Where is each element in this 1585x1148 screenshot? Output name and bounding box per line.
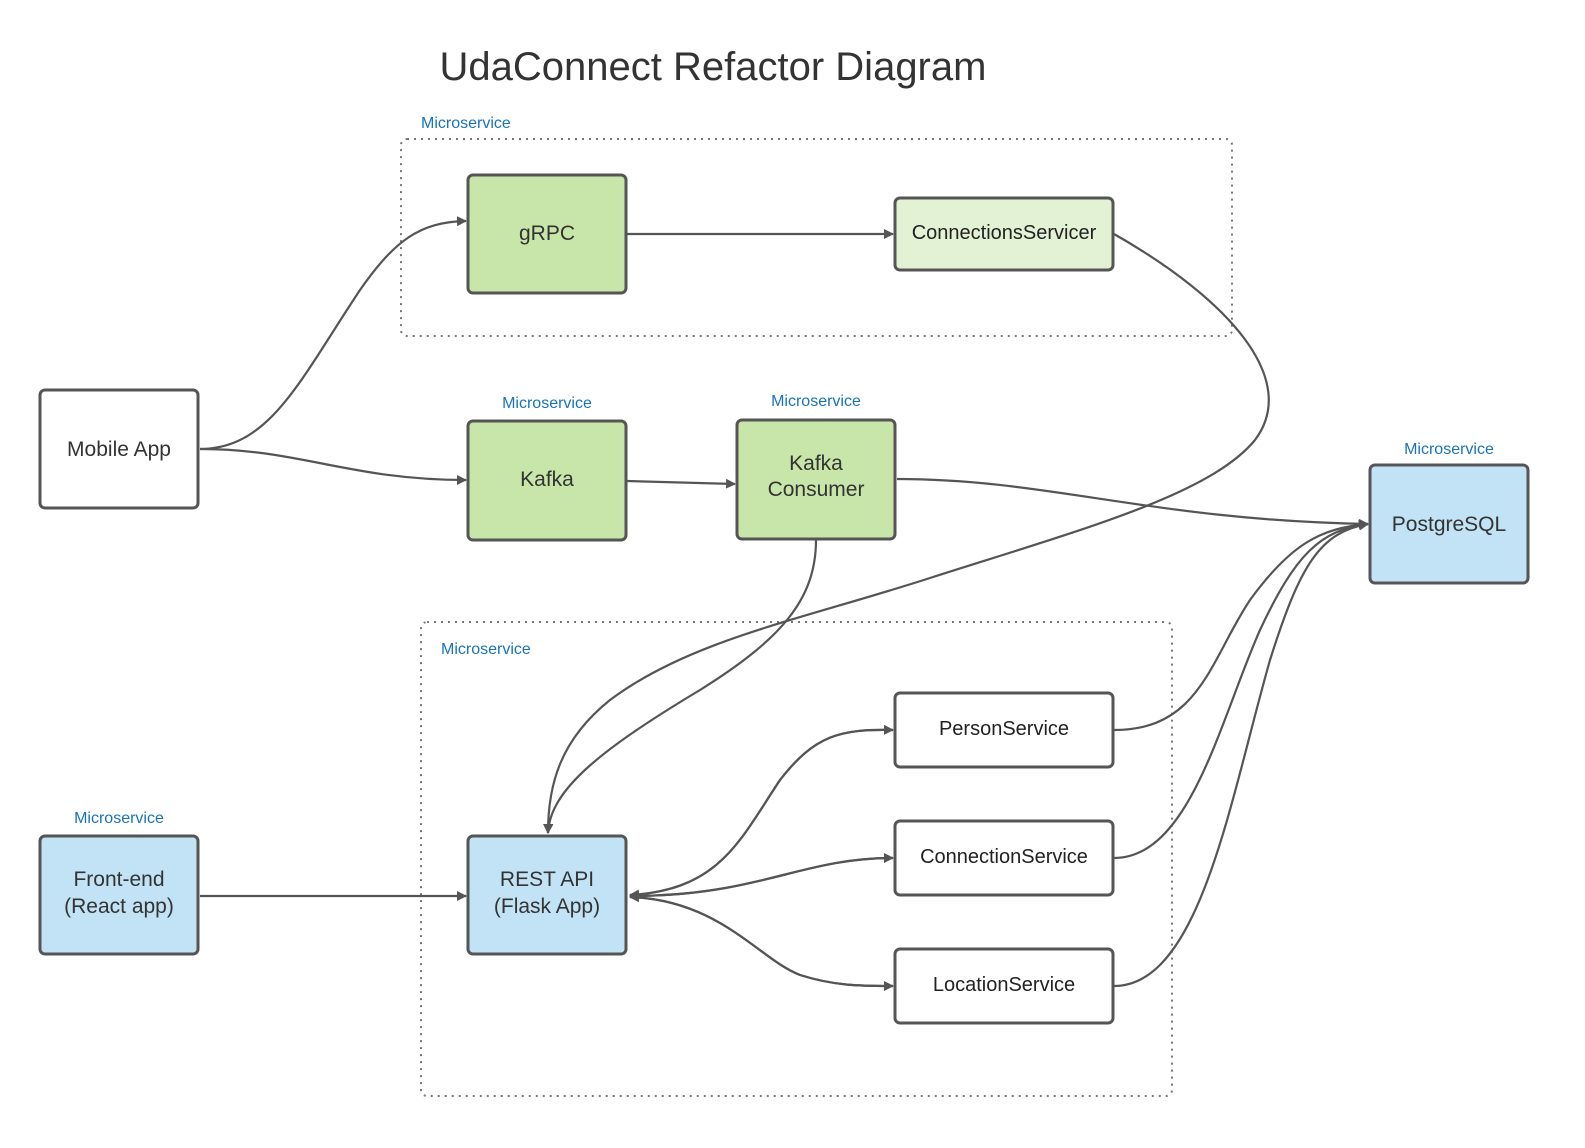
kafka-consumer-label-line1: Kafka bbox=[789, 452, 843, 475]
rest-api-label-line2: (Flask App) bbox=[494, 895, 600, 918]
rest-group-tag: Microservice bbox=[441, 641, 531, 658]
front-end-box bbox=[38, 834, 200, 956]
edge-restapi-to-personservice bbox=[629, 724, 894, 897]
postgresql-tag: Microservice bbox=[1404, 441, 1494, 458]
edge-locationservice-to-restapi bbox=[629, 892, 894, 988]
connections-servicer-box bbox=[893, 196, 1115, 272]
connections-servicer-label: ConnectionsServicer bbox=[912, 222, 1097, 244]
edge-mobile-to-grpc bbox=[199, 216, 467, 451]
node-connections-servicer: ConnectionsServicer bbox=[893, 196, 1115, 272]
diagram-title: UdaConnect Refactor Diagram bbox=[440, 45, 987, 89]
grpc-group-tag: Microservice bbox=[421, 115, 511, 132]
edge-restapi-to-connectionservice bbox=[629, 853, 894, 898]
edge-connectionservice-to-postgresql bbox=[1113, 520, 1369, 860]
edge-locationservice-to-postgresql bbox=[1113, 520, 1369, 988]
node-person-service: PersonService bbox=[893, 691, 1115, 769]
mobile-app-label: Mobile App bbox=[67, 438, 171, 461]
node-kafka-consumer: Kafka Consumer bbox=[735, 418, 897, 541]
person-service-label: PersonService bbox=[939, 718, 1069, 740]
node-location-service: LocationService bbox=[893, 947, 1115, 1025]
kafka-consumer-label-line2: Consumer bbox=[768, 478, 865, 501]
edge-kafka-to-consumer bbox=[626, 478, 736, 489]
grpc-box bbox=[466, 173, 628, 295]
edge-connectionservice-to-restapi bbox=[629, 856, 894, 901]
node-rest-api: REST API (Flask App) bbox=[466, 834, 628, 956]
edges bbox=[199, 216, 1369, 991]
kafka-consumer-tag: Microservice bbox=[771, 393, 861, 410]
node-grpc: gRPC bbox=[466, 173, 628, 295]
edge-personservice-to-postgresql bbox=[1113, 519, 1369, 732]
kafka-consumer-box bbox=[735, 418, 897, 541]
location-service-box bbox=[893, 947, 1115, 1025]
connection-service-box bbox=[893, 819, 1115, 897]
postgresql-label: PostgreSQL bbox=[1392, 513, 1506, 536]
connection-service-label: ConnectionService bbox=[920, 846, 1088, 868]
edge-consumer-to-postgresql bbox=[896, 477, 1369, 529]
edge-personservice-to-restapi bbox=[629, 728, 894, 900]
rest-microservice-group bbox=[420, 621, 1173, 1097]
edge-connectionsservicer-to-restapi bbox=[543, 233, 1270, 834]
mobile-app-box bbox=[38, 388, 200, 510]
edge-consumer-to-restapi bbox=[543, 539, 818, 834]
front-end-label-line1: Front-end bbox=[73, 868, 164, 891]
node-connection-service: ConnectionService bbox=[893, 819, 1115, 897]
rest-api-label-line1: REST API bbox=[500, 868, 594, 891]
kafka-tag: Microservice bbox=[502, 395, 592, 412]
postgresql-box bbox=[1368, 463, 1530, 585]
edge-mobile-to-kafka bbox=[199, 447, 467, 485]
node-mobile-app: Mobile App bbox=[38, 388, 200, 510]
person-service-box bbox=[893, 691, 1115, 769]
node-front-end: Front-end (React app) bbox=[38, 834, 200, 956]
front-end-label-line2: (React app) bbox=[64, 895, 174, 918]
location-service-label: LocationService bbox=[933, 974, 1075, 996]
node-kafka: Kafka bbox=[466, 419, 628, 542]
node-postgresql: PostgreSQL bbox=[1368, 463, 1530, 585]
kafka-box bbox=[466, 419, 628, 542]
grpc-label: gRPC bbox=[519, 222, 575, 245]
front-end-tag: Microservice bbox=[74, 810, 164, 827]
edge-restapi-to-locationservice bbox=[629, 895, 894, 991]
kafka-label: Kafka bbox=[520, 468, 574, 491]
rest-api-box bbox=[466, 834, 628, 956]
